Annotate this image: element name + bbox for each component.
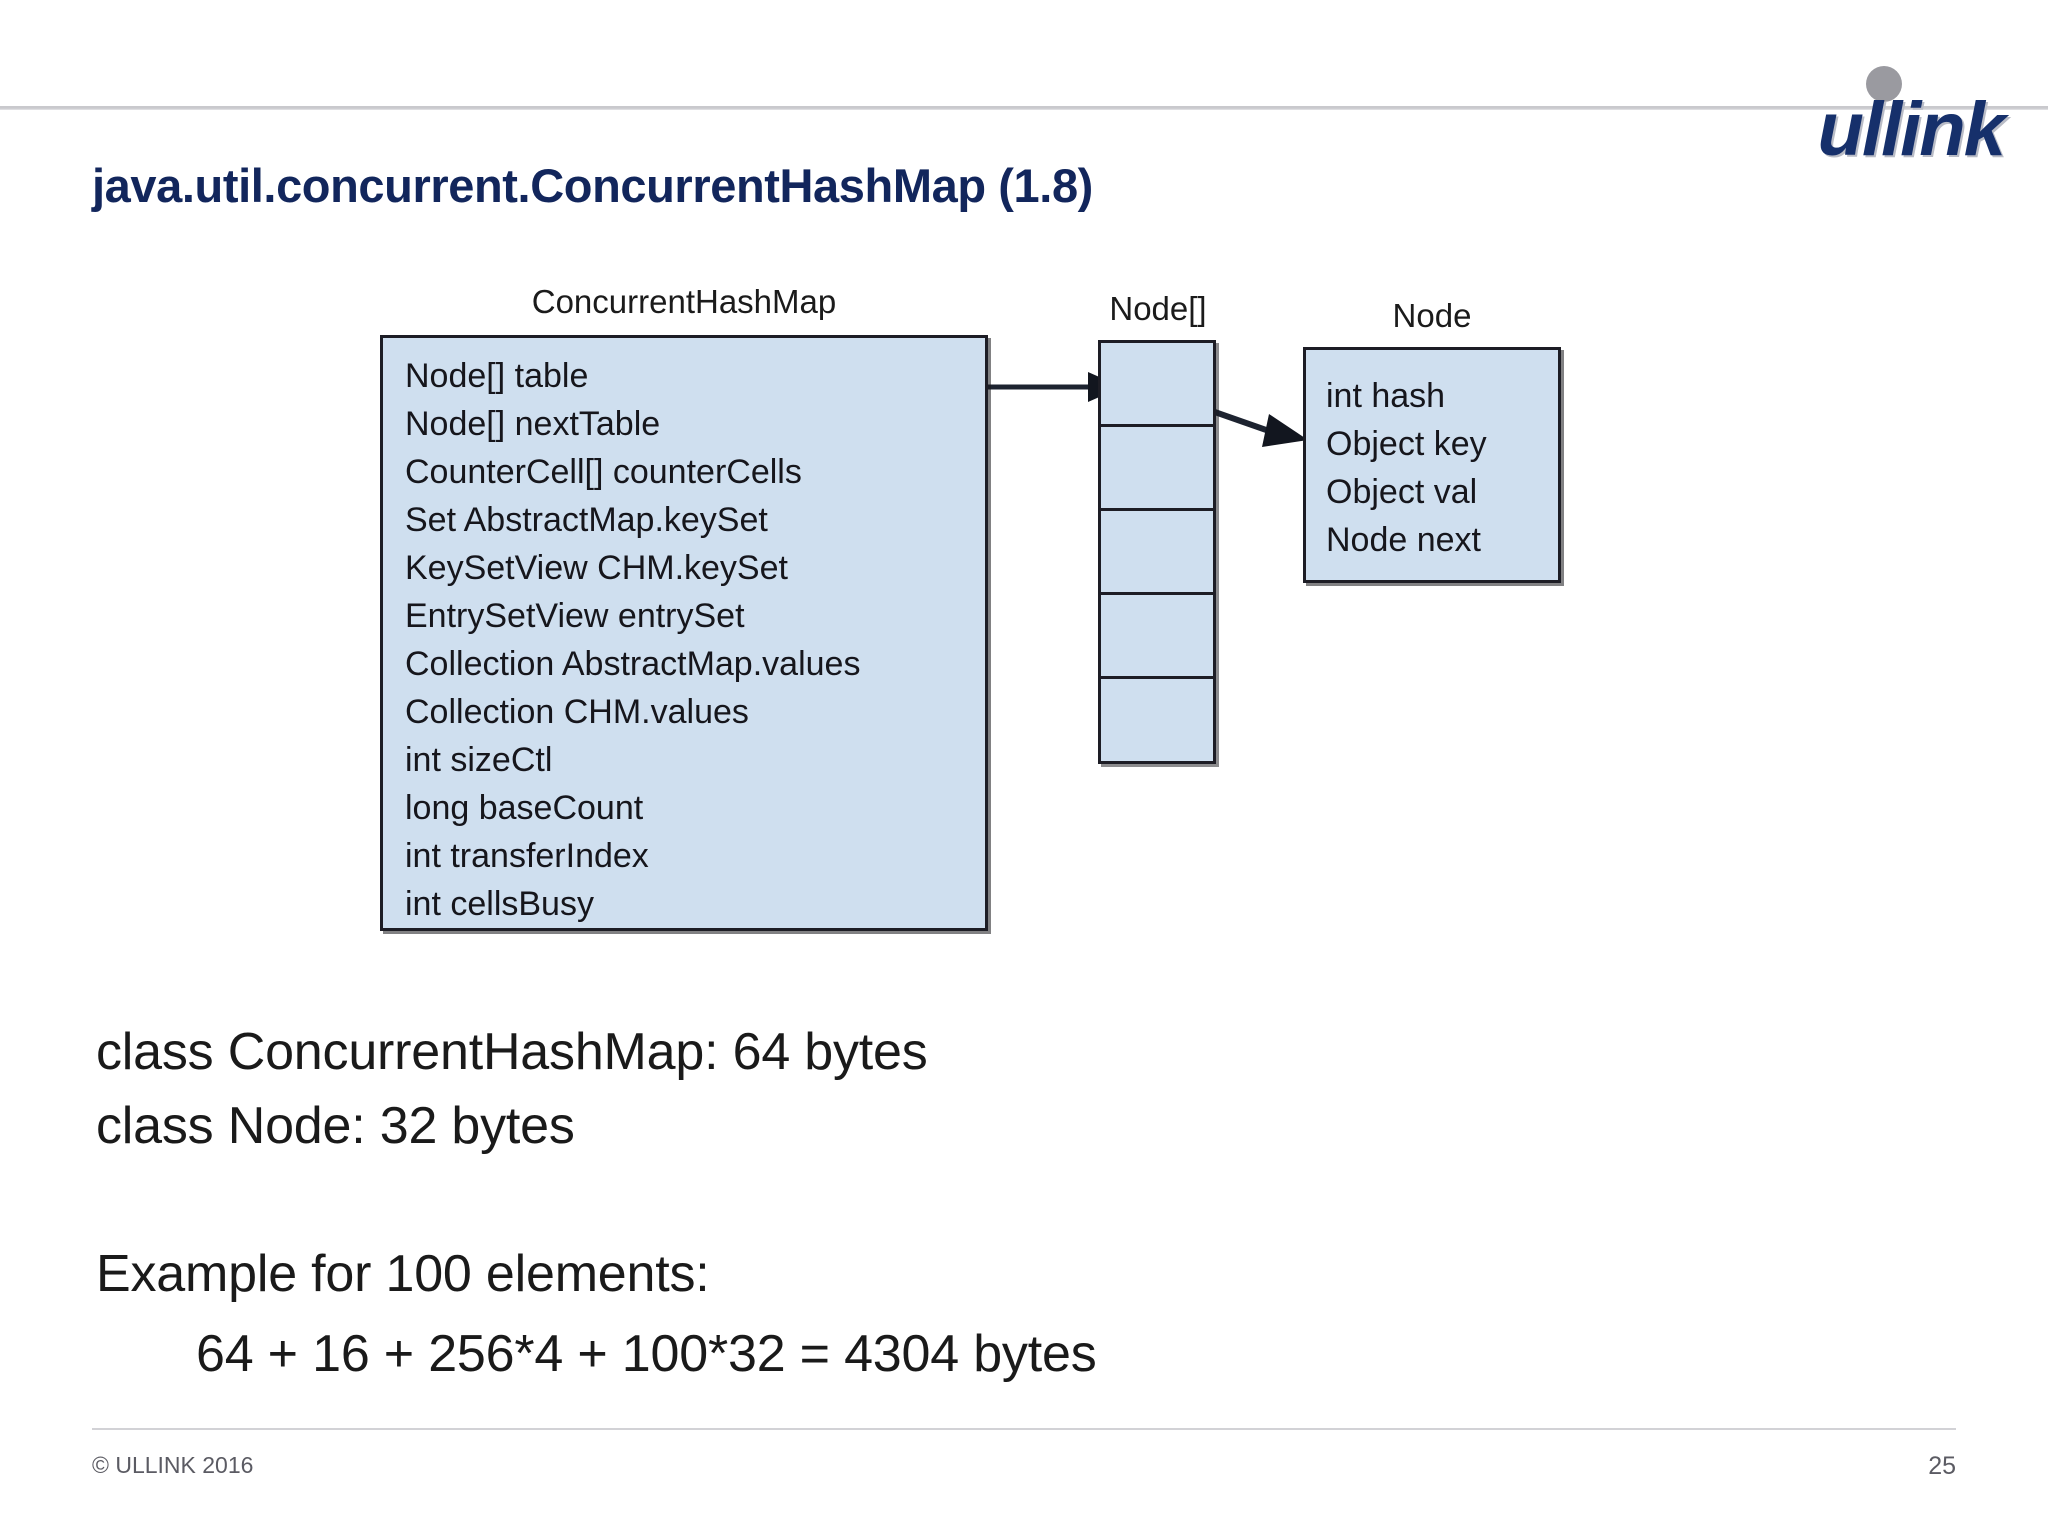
memory-line-chm: class ConcurrentHashMap: 64 bytes	[96, 1023, 928, 1081]
chm-field: int transferIndex	[405, 837, 649, 875]
node-box-label: Node	[1392, 297, 1472, 334]
logo-wordmark: ullink	[1817, 87, 2006, 172]
chm-field: int cellsBusy	[405, 885, 594, 923]
memory-line-node: class Node: 32 bytes	[96, 1097, 575, 1155]
node-array-cell	[1101, 595, 1213, 679]
node-array-cell	[1101, 511, 1213, 595]
header-divider	[0, 106, 2048, 110]
page-title: java.util.concurrent.ConcurrentHashMap (…	[92, 159, 1093, 212]
chm-field: KeySetView CHM.keySet	[405, 549, 788, 587]
chm-field: EntrySetView entrySet	[405, 597, 745, 635]
example-calculation: 64 + 16 + 256*4 + 100*32 = 4304 bytes	[196, 1325, 1097, 1383]
node-field-list: int hash Object key Object val Node next	[1326, 372, 1487, 564]
node-field: Object key	[1326, 425, 1487, 463]
node-class-box: int hash Object key Object val Node next	[1303, 347, 1561, 583]
logo-dot-icon	[1866, 66, 1902, 102]
node-array-cell	[1101, 343, 1213, 427]
chm-box-label: ConcurrentHashMap	[531, 283, 837, 320]
chm-field-list: Node[] table Node[] nextTable CounterCel…	[405, 352, 977, 928]
chm-field: Node[] nextTable	[405, 405, 661, 443]
chm-field: Set AbstractMap.keySet	[405, 501, 768, 539]
node-array-label: Node[]	[1109, 290, 1207, 327]
chm-field: Collection CHM.values	[405, 693, 749, 731]
node-array-box	[1098, 340, 1216, 764]
chm-field: int sizeCtl	[405, 741, 553, 779]
example-heading: Example for 100 elements:	[96, 1245, 710, 1303]
class-diagram: ConcurrentHashMap Node[] table Node[] ne…	[380, 283, 1561, 931]
node-field: int hash	[1326, 377, 1446, 415]
diagram-connectors	[828, 372, 1308, 447]
chm-field: CounterCell[] counterCells	[405, 453, 802, 491]
footer-divider	[92, 1428, 1956, 1430]
chm-field: long baseCount	[405, 789, 644, 827]
node-field: Object val	[1326, 473, 1478, 511]
chm-field: Collection AbstractMap.values	[405, 645, 861, 683]
node-array-cell	[1101, 427, 1213, 511]
footer-page-number: 25	[1928, 1452, 1956, 1480]
ullink-logo: ullink	[1744, 66, 2006, 172]
footer-copyright: © ULLINK 2016	[92, 1452, 254, 1478]
node-array-cell	[1101, 679, 1213, 761]
chm-field: Node[] table	[405, 357, 589, 395]
node-field: Node next	[1326, 521, 1481, 559]
chm-class-box: Node[] table Node[] nextTable CounterCel…	[380, 335, 988, 931]
